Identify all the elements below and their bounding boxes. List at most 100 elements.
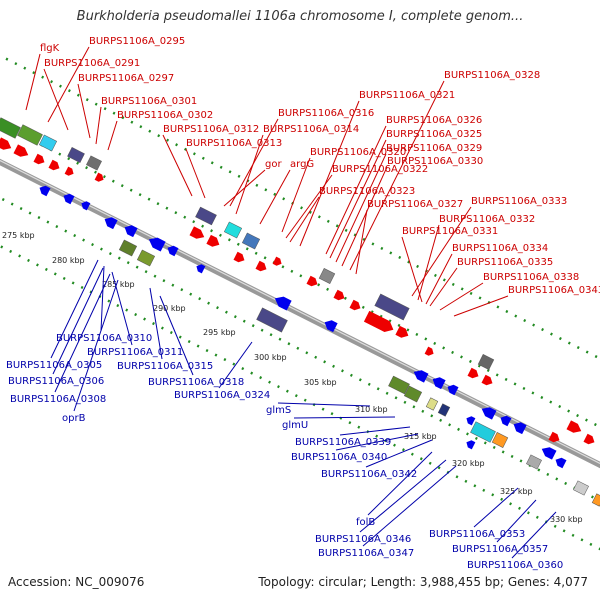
label-BURPS1106A_0353: BURPS1106A_0353 [429,529,525,540]
label-BURPS1106A_0342: BURPS1106A_0342 [321,469,417,480]
label-BURPS1106A_0325: BURPS1106A_0325 [386,129,482,140]
gene-box-17-box [425,397,439,411]
label-BURPS1106A_0321: BURPS1106A_0321 [359,90,455,101]
scale-label-300-kbp: 300 kbp [254,353,287,362]
forward-gene-18-arrow [467,367,479,379]
reverse-gene-14 [466,416,476,426]
leader-BURPS1106A_0312 [162,134,193,197]
reverse-gene-5-arrow [124,225,138,238]
gene-box-21-box [526,454,542,470]
reverse-gene-13-arrow [447,384,459,396]
leader-BURPS1106A_0330 [341,166,388,267]
gene-box-1-box [0,117,21,139]
forward-gene-21-arrow [548,431,560,443]
scale-label-330-kbp: 330 kbp [550,515,583,524]
leader-oprB [73,279,119,412]
label-BURPS1106A_0330: BURPS1106A_0330 [387,156,483,167]
leader-BURPS1106A_0318 [159,295,194,376]
gene-box-15-box [388,375,410,395]
reverse-gene-10 [324,320,338,333]
forward-gene-5-arrow [64,166,74,176]
reverse-gene-20 [466,440,476,450]
forward-gene-3 [33,153,45,165]
leader-BURPS1106A_0315 [149,287,163,360]
forward-gene-2-arrow [13,144,29,157]
forward-gene-22-arrow [583,433,595,445]
label-BURPS1106A_0311: BURPS1106A_0311 [87,347,183,358]
leader-BURPS1106A_0357 [496,499,537,543]
scale-label-285-kbp: 285 kbp [102,280,135,289]
leader-BURPS1106A_0311 [111,271,133,346]
label-BURPS1106A_0323: BURPS1106A_0323 [319,186,415,197]
leader-BURPS1106A_0306 [52,267,104,375]
leader-BURPS1106A_0301 [95,106,102,145]
label-BURPS1106A_0318: BURPS1106A_0318 [148,377,244,388]
gene-box-18 [437,403,451,417]
label-argG: argG [290,159,314,170]
label-BURPS1106A_0322: BURPS1106A_0322 [332,164,428,175]
reverse-gene-14-arrow [466,416,476,426]
reverse-gene-13 [447,384,459,396]
forward-gene-4 [48,159,60,171]
leader-BURPS1106A_0335 [429,267,458,307]
gene-box-13-box [136,249,156,267]
reverse-gene-18 [541,447,557,460]
label-BURPS1106A_0357: BURPS1106A_0357 [452,544,548,555]
label-BURPS1106A_0305: BURPS1106A_0305 [6,360,102,371]
label-BURPS1106A_0335: BURPS1106A_0335 [457,257,553,268]
label-BURPS1106A_0326: BURPS1106A_0326 [386,115,482,126]
leader-BURPS1106A_0339 [339,426,411,436]
label-glmU: glmU [282,420,308,431]
label-flgK: flgK [40,43,60,54]
scale-label-295-kbp: 295 kbp [203,328,236,337]
reverse-gene-2 [63,193,75,205]
leader-BURPS1106A_0297 [77,83,91,139]
gene-box-2-box [17,124,43,146]
gene-box-6-box [195,206,217,226]
leader-folB [367,451,433,516]
forward-gene-21 [548,431,560,443]
gene-box-15 [388,375,410,395]
leader-BURPS1106A_0302 [107,120,118,151]
reverse-gene-18-arrow [541,447,557,460]
scale-label-290-kbp: 290 kbp [153,304,186,313]
label-BURPS1106A_0346: BURPS1106A_0346 [315,534,411,545]
forward-gene-10 [255,260,267,272]
forward-gene-20 [566,420,582,433]
gene-box-3-box [38,134,58,152]
leader-BURPS1106A_0295 [47,46,90,123]
reverse-gene-11 [413,370,429,383]
reverse-gene-19-arrow [555,457,567,469]
label-BURPS1106A_0331: BURPS1106A_0331 [402,226,498,237]
reverse-gene-8 [196,264,206,274]
label-BURPS1106A_0324: BURPS1106A_0324 [174,390,270,401]
gene-box-18-box [437,403,451,417]
gene-box-4 [67,147,85,163]
gene-box-19-box [470,421,496,443]
leader-BURPS1106A_0320 [281,157,311,233]
leader-BURPS1106A_0332 [417,224,440,301]
leader-BURPS1106A_0353 [473,487,519,528]
forward-gene-14 [349,299,361,311]
forward-gene-19-arrow [481,374,493,386]
gene-box-14 [256,307,288,333]
forward-gene-11-arrow [272,256,282,266]
label-BURPS1106A_0308: BURPS1106A_0308 [10,394,106,405]
leader-BURPS1106A_0314 [235,134,264,215]
gene-box-22-box [573,480,589,496]
gene-box-19 [470,421,496,443]
reverse-gene-1-arrow [39,185,51,197]
leader-BURPS1106A_0325 [329,139,387,259]
leader-BURPS1106A_0331 [401,236,423,303]
forward-gene-10-arrow [255,260,267,272]
reverse-gene-12-arrow [432,377,446,390]
gene-box-11 [477,354,495,370]
gene-box-12 [118,239,138,257]
forward-gene-12 [306,275,318,287]
forward-gene-1 [0,137,12,150]
forward-gene-18 [467,367,479,379]
label-BURPS1106A_0347: BURPS1106A_0347 [318,548,414,559]
label-BURPS1106A_0320: BURPS1106A_0320 [310,147,406,158]
